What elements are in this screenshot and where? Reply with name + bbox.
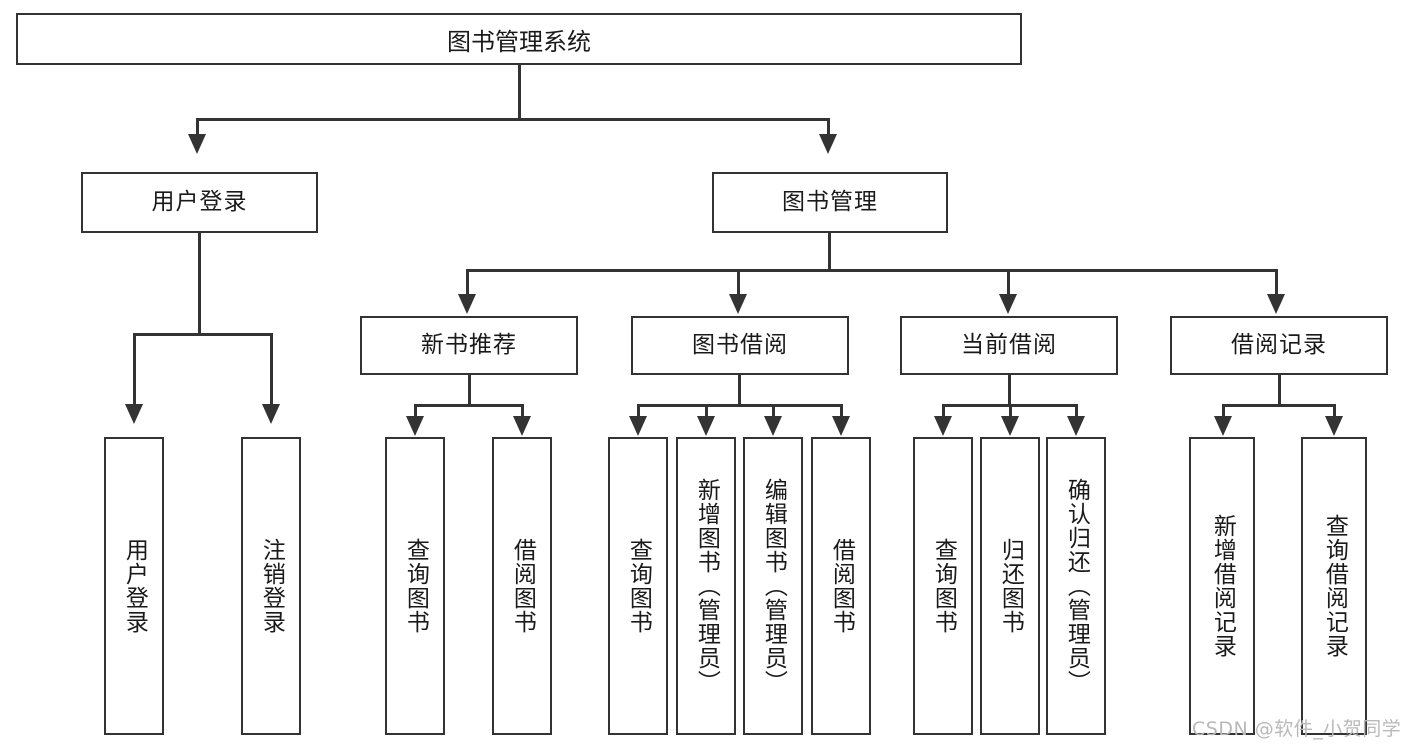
leaf-label: 查询图书: [930, 538, 957, 634]
leaf-label: 查询图书: [625, 538, 652, 634]
leaf-add-borrow-record[interactable]: 新增借阅记录: [1189, 437, 1255, 735]
leaf-confirm-return[interactable]: 确认归还（管理员）: [1046, 437, 1106, 735]
node-borrow-record[interactable]: 借阅记录: [1170, 316, 1388, 375]
arrow-to-leaf-edit-book: [764, 416, 782, 436]
arrow-to-leaf-query-book-2: [629, 416, 647, 436]
leaf-label: 查询图书: [402, 538, 429, 634]
connector-book-management-stem: [828, 233, 831, 272]
arrow-to-leaf-user-login: [125, 404, 143, 424]
connector-cb-stem: [1008, 375, 1011, 407]
connector-user-login-bar: [133, 333, 273, 336]
arrow-to-leaf-query-book-3: [934, 416, 952, 436]
leaf-query-book-1[interactable]: 查询图书: [385, 437, 445, 735]
connector-br-drop-1: [1222, 404, 1225, 418]
leaf-label: 编辑图书（管理员）: [760, 478, 787, 694]
node-book-borrow[interactable]: 图书借阅: [631, 316, 849, 375]
arrow-to-leaf-query-book-1: [406, 416, 424, 436]
arrow-to-leaf-borrow-book-1: [513, 416, 531, 436]
arrow-to-new-book-recommend: [458, 294, 476, 314]
node-label: 新书推荐: [421, 331, 517, 358]
arrow-to-borrow-record: [1267, 294, 1285, 314]
connector-bb-bar: [637, 404, 843, 407]
node-book-management[interactable]: 图书管理: [712, 172, 948, 233]
connector-br-drop-2: [1333, 404, 1336, 418]
leaf-query-book-2[interactable]: 查询图书: [608, 437, 668, 735]
connector-root-stem: [518, 65, 521, 120]
connector-book-management-bar: [466, 269, 1278, 272]
arrow-root-to-book-management: [819, 134, 837, 154]
connector-br-stem: [1278, 375, 1281, 407]
arrow-root-to-user-login: [188, 134, 206, 154]
connector-nbr-stem: [468, 375, 471, 407]
node-label: 图书借阅: [692, 331, 788, 358]
connector-cb-drop-2: [1009, 404, 1012, 418]
connector-bm-drop-current-borrow: [1007, 269, 1010, 295]
arrow-to-leaf-add-book: [697, 416, 715, 436]
node-label: 借阅记录: [1231, 331, 1327, 358]
node-label: 图书管理系统: [447, 27, 591, 56]
leaf-query-borrow-record[interactable]: 查询借阅记录: [1301, 437, 1367, 735]
arrow-to-leaf-confirm-return: [1067, 416, 1085, 436]
connector-bm-drop-borrow-record: [1275, 269, 1278, 295]
leaf-label: 新增借阅记录: [1209, 514, 1236, 658]
node-new-book-recommend[interactable]: 新书推荐: [360, 316, 578, 375]
arrow-to-leaf-add-borrow-record: [1214, 416, 1232, 436]
connector-br-bar: [1222, 404, 1336, 407]
leaf-label: 查询借阅记录: [1321, 514, 1348, 658]
connector-user-login-drop-1: [133, 333, 136, 405]
node-label: 当前借阅: [961, 331, 1057, 358]
connector-root-bar: [196, 118, 830, 121]
node-label: 图书管理: [782, 188, 878, 215]
leaf-label: 新增图书（管理员）: [693, 478, 720, 694]
connector-root-to-user-login: [196, 118, 199, 136]
connector-bm-drop-book-borrow: [737, 269, 740, 295]
connector-bb-drop-1: [637, 404, 640, 418]
connector-user-login-drop-2: [270, 333, 273, 405]
connector-cb-drop-3: [1075, 404, 1078, 418]
arrow-to-book-borrow: [729, 294, 747, 314]
connector-bb-stem: [738, 375, 741, 407]
connector-bm-drop-new-book: [466, 269, 469, 295]
connector-user-login-stem: [198, 233, 201, 335]
connector-bb-drop-3: [772, 404, 775, 418]
connector-bb-drop-2: [705, 404, 708, 418]
leaf-label: 用户登录: [121, 538, 148, 634]
leaf-edit-book[interactable]: 编辑图书（管理员）: [743, 437, 803, 735]
leaf-add-book[interactable]: 新增图书（管理员）: [676, 437, 736, 735]
arrow-to-leaf-user-logout: [262, 404, 280, 424]
arrow-to-leaf-return-book: [1001, 416, 1019, 436]
node-root-system[interactable]: 图书管理系统: [16, 13, 1022, 65]
leaf-label: 注销登录: [258, 538, 285, 634]
csdn-watermark: CSDN @软件_小贺同学: [1192, 718, 1402, 740]
leaf-label: 确认归还（管理员）: [1063, 478, 1090, 694]
leaf-user-login[interactable]: 用户登录: [104, 437, 164, 735]
connector-nbr-bar: [414, 404, 524, 407]
node-user-login[interactable]: 用户登录: [81, 172, 318, 233]
leaf-query-book-3[interactable]: 查询图书: [913, 437, 973, 735]
connector-nbr-drop-2: [521, 404, 524, 418]
connector-nbr-drop-1: [414, 404, 417, 418]
leaf-label: 借阅图书: [509, 538, 536, 634]
node-current-borrow[interactable]: 当前借阅: [900, 316, 1118, 375]
leaf-label: 归还图书: [997, 538, 1024, 634]
node-label: 用户登录: [151, 188, 248, 215]
arrow-to-leaf-borrow-book-2: [832, 416, 850, 436]
connector-root-to-book-management: [827, 118, 830, 136]
leaf-borrow-book-1[interactable]: 借阅图书: [492, 437, 552, 735]
connector-bb-drop-4: [840, 404, 843, 418]
leaf-borrow-book-2[interactable]: 借阅图书: [811, 437, 871, 735]
leaf-return-book[interactable]: 归还图书: [980, 437, 1040, 735]
leaf-label: 借阅图书: [828, 538, 855, 634]
leaf-user-logout[interactable]: 注销登录: [241, 437, 301, 735]
arrow-to-leaf-query-borrow-record: [1325, 416, 1343, 436]
arrow-to-current-borrow: [999, 294, 1017, 314]
connector-cb-drop-1: [942, 404, 945, 418]
